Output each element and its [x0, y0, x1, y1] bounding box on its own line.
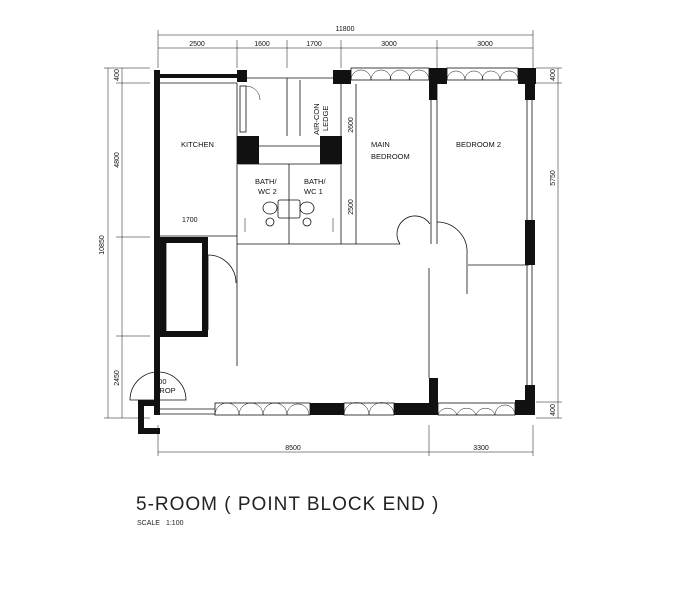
dim-bottom-2: 3300 — [473, 445, 489, 452]
drop-label-line2: DROP — [154, 386, 176, 395]
scale-value: 1:100 — [165, 520, 184, 527]
dim-left-overall: 10850 — [99, 235, 106, 255]
aircon-ledge-label-line2: LEDGE — [321, 106, 330, 131]
dim-top-5: 3000 — [477, 41, 493, 48]
partitions — [160, 77, 533, 415]
main-bedroom-label-line2: BEDROOM — [371, 152, 410, 161]
dim-inner-1700: 1700 — [182, 217, 198, 224]
doors — [129, 215, 468, 401]
dim-top-2: 1600 — [254, 41, 270, 48]
bath-wc-1-label-line1: BATH/ — [304, 177, 326, 186]
dim-inner-2600: 2600 — [348, 117, 355, 133]
left-dimensions: 10850 400 4800 2450 — [99, 67, 150, 419]
dim-top-3: 1700 — [306, 41, 322, 48]
dim-right-3: 400 — [550, 404, 557, 416]
bath-fixtures — [262, 199, 315, 227]
bottom-dimensions: 8500 3300 — [157, 425, 534, 456]
room-labels: KITCHEN MAIN BEDROOM BEDROOM 2 BATH/ WC … — [154, 103, 501, 395]
aircon-ledge-label-line1: AIR-CON — [312, 103, 321, 135]
dim-right-2: 5750 — [550, 170, 557, 186]
dim-top-4: 3000 — [381, 41, 397, 48]
dim-left-2: 4800 — [114, 152, 121, 168]
dim-left-1: 400 — [114, 69, 121, 81]
bath-wc-2-label-line2: WC 2 — [258, 187, 277, 196]
main-bedroom-label-line1: MAIN — [371, 140, 390, 149]
bath-wc-2-label-line1: BATH/ — [255, 177, 277, 186]
dim-bottom-1: 8500 — [285, 445, 301, 452]
dim-right-1: 400 — [550, 69, 557, 81]
plan-title: 5-ROOM ( POINT BLOCK END ) — [136, 494, 440, 515]
kitchen-label: KITCHEN — [181, 140, 214, 149]
bath-wc-1-label-line2: WC 1 — [304, 187, 323, 196]
windows — [214, 67, 519, 416]
bedroom-2-label: BEDROOM 2 — [456, 140, 501, 149]
inner-dimensions: 1700 2600 2500 — [182, 117, 355, 224]
scale-note: SCALE 1:100 — [137, 520, 190, 527]
dim-overall-width: 11800 — [336, 26, 355, 33]
walls — [138, 68, 536, 434]
drop-label-line1: 100 — [154, 377, 167, 386]
dim-left-3: 2450 — [114, 370, 121, 386]
scale-label: SCALE — [137, 520, 160, 527]
dim-top-1: 2500 — [189, 41, 205, 48]
top-dimensions: 11800 2500 1600 1700 3000 3000 — [157, 26, 534, 68]
dim-inner-2500: 2500 — [348, 199, 355, 215]
right-dimensions: 400 5750 400 — [536, 67, 562, 419]
